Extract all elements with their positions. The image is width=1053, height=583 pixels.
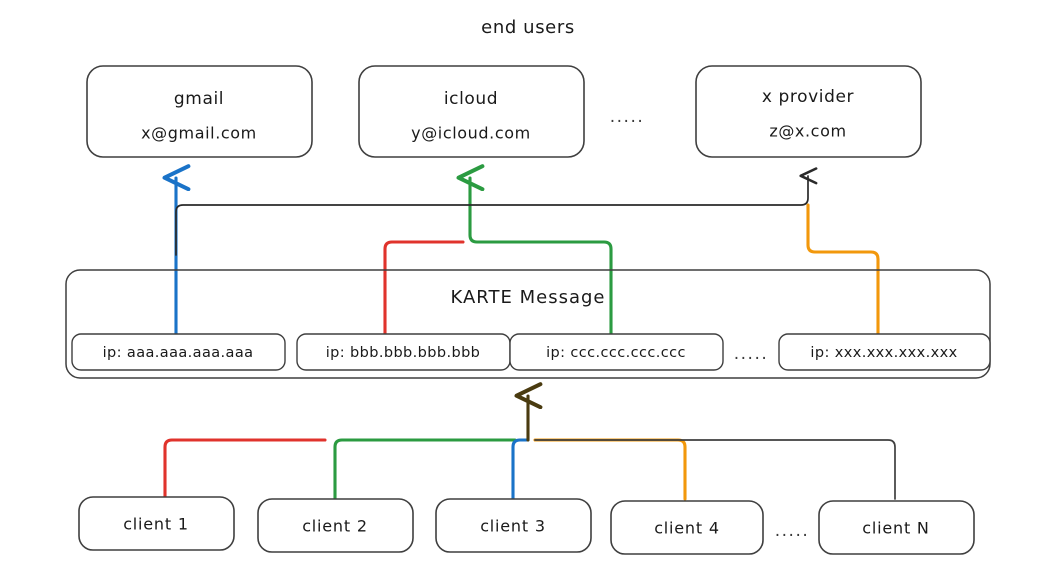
flow-client-3 — [511, 438, 530, 501]
karte-message-container-shape — [65, 269, 991, 379]
end-user-address-x-provider: z@x.com — [769, 122, 846, 141]
end-user-address-icloud: y@icloud.com — [411, 124, 531, 143]
client-box-1[interactable]: client 1 — [78, 496, 235, 551]
end-user-box-gmail[interactable]: gmail x@gmail.com — [86, 65, 313, 158]
flow-ip-ccc-to-icloud — [470, 178, 613, 338]
ip-box-bbb[interactable]: ip: bbb.bbb.bbb.bbb — [296, 333, 511, 371]
karte-message-container: KARTE Message ip: aaa.aaa.aaa.aaa ip: bb… — [65, 269, 991, 379]
client-label-n: client N — [862, 519, 929, 538]
flow-client-1 — [163, 438, 327, 501]
client-box-4[interactable]: client 4 — [610, 500, 764, 555]
client-box-n-shape — [818, 500, 975, 555]
client-label-4: client 4 — [654, 519, 720, 538]
ip-box-aaa[interactable]: ip: aaa.aaa.aaa.aaa — [71, 333, 286, 371]
client-label-1: client 1 — [123, 515, 189, 534]
flow-client-2 — [333, 438, 517, 501]
ip-box-xxx-shape — [778, 333, 991, 371]
end-user-name-gmail: gmail — [174, 89, 224, 109]
client-box-4-shape — [610, 500, 764, 555]
end-users-ellipsis: ..... — [610, 107, 645, 127]
end-user-box-icloud-shape — [358, 65, 585, 158]
ip-label-ccc: ip: ccc.ccc.ccc.ccc — [546, 345, 686, 361]
client-box-2-shape — [257, 498, 414, 553]
client-box-3[interactable]: client 3 — [435, 498, 592, 553]
flow-ip-bbb-to-icloud — [383, 240, 465, 338]
flow-ip-xxx-to-x-provider — [806, 203, 880, 338]
ip-boxes-ellipsis: ..... — [734, 344, 769, 364]
end-user-box-x-provider-shape — [695, 65, 922, 158]
ip-label-aaa: ip: aaa.aaa.aaa.aaa — [103, 345, 254, 361]
ip-box-ccc-shape — [509, 333, 724, 371]
clients-ellipsis: ..... — [775, 521, 810, 541]
end-user-name-icloud: icloud — [444, 89, 498, 109]
end-user-box-x-provider[interactable]: x provider z@x.com — [695, 65, 922, 158]
ip-box-aaa-shape — [71, 333, 286, 371]
flow-client-4 — [533, 438, 687, 501]
client-box-2[interactable]: client 2 — [257, 498, 414, 553]
ip-box-xxx[interactable]: ip: xxx.xxx.xxx.xxx — [778, 333, 991, 371]
client-box-1-shape — [78, 496, 235, 551]
page-title: end users — [481, 17, 575, 38]
ip-box-ccc[interactable]: ip: ccc.ccc.ccc.ccc — [509, 333, 724, 371]
end-user-address-gmail: x@gmail.com — [141, 124, 257, 143]
client-label-2: client 2 — [302, 517, 368, 536]
end-user-box-icloud[interactable]: icloud y@icloud.com — [358, 65, 585, 158]
client-box-n[interactable]: client N — [818, 500, 975, 555]
ip-label-xxx: ip: xxx.xxx.xxx.xxx — [810, 345, 957, 361]
client-label-3: client 3 — [480, 517, 546, 536]
end-user-name-x-provider: x provider — [762, 87, 854, 107]
client-box-3-shape — [435, 498, 592, 553]
end-user-box-gmail-shape — [86, 65, 313, 158]
flow-client-n — [534, 439, 896, 500]
ip-label-bbb: ip: bbb.bbb.bbb.bbb — [326, 345, 481, 361]
flow-bus-to-x-provider — [175, 167, 818, 256]
karte-message-label: KARTE Message — [451, 287, 606, 308]
